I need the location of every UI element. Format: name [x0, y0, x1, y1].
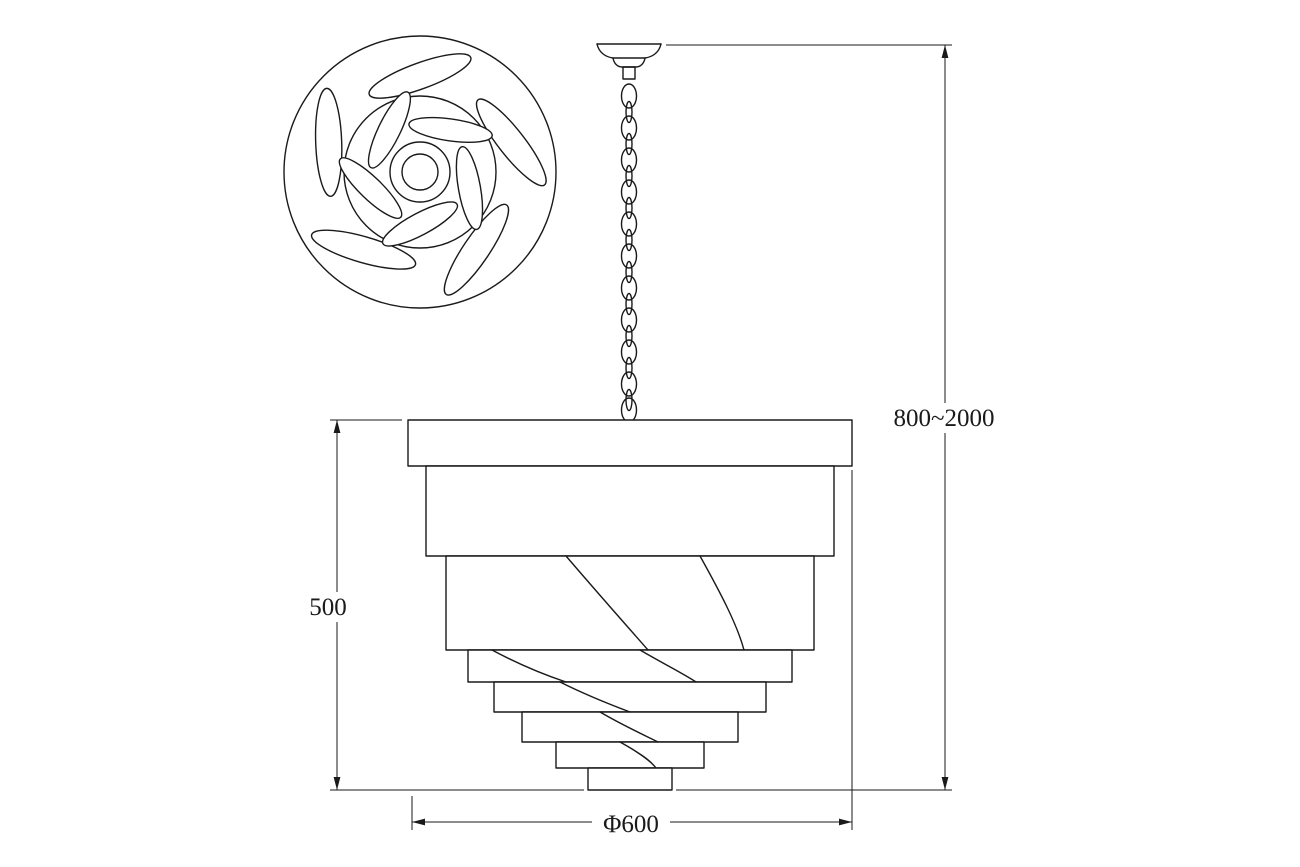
tier-4: [467, 649, 793, 683]
tier-3: [445, 555, 815, 651]
tier-6: [521, 711, 739, 743]
lamp-body-tiers: [407, 419, 853, 791]
lamp-front-view: [407, 43, 853, 791]
lamp-top-view: [283, 35, 557, 309]
top-view-center-hub: [389, 141, 451, 203]
arrow-left-icon: [412, 818, 425, 826]
label-backings: [305, 403, 1008, 838]
tier-8: [587, 767, 673, 791]
arrow-down-icon: [333, 777, 341, 790]
diameter-label: Φ600: [603, 811, 659, 838]
top-view-outer-blades: [310, 53, 547, 296]
ceiling-canopy: [596, 43, 662, 80]
tier-5: [493, 681, 767, 713]
tier-7: [555, 741, 705, 769]
spiral-seams: [491, 555, 745, 769]
hanging-chain: [620, 83, 638, 423]
arrow-right-icon: [839, 818, 852, 826]
arrow-down-icon: [941, 777, 949, 790]
arrow-up-icon: [941, 45, 949, 58]
top-view-outer-rim: [283, 35, 557, 309]
arrow-up-icon: [333, 420, 341, 433]
tier-1: [407, 419, 853, 467]
dimension-lines: 800~2000 500 Φ600: [305, 44, 1008, 838]
top-view-inner-blades: [338, 91, 493, 247]
fixture-height-label: 500: [309, 594, 347, 621]
tier-2: [425, 465, 835, 557]
hanging-height-label: 800~2000: [893, 405, 994, 432]
